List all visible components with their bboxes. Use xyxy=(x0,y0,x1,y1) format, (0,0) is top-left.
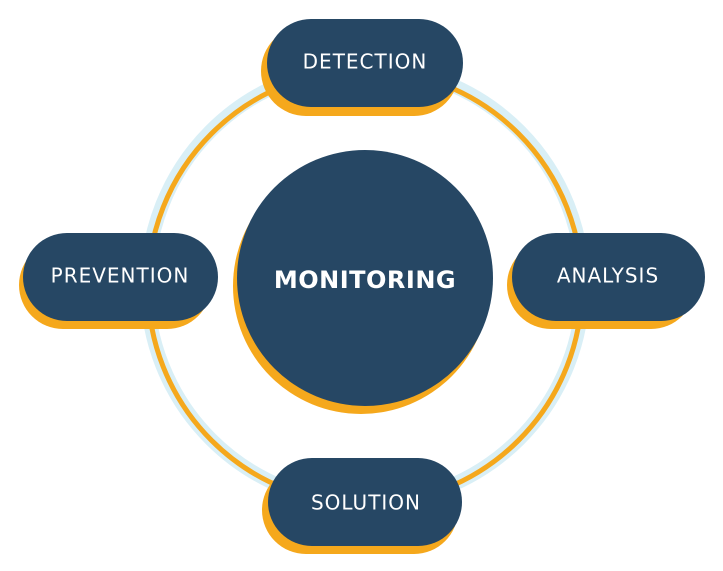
stage-detection: DETECTION xyxy=(261,19,463,116)
center-node-circle xyxy=(237,150,493,406)
stage-analysis: ANALYSIS xyxy=(507,233,705,329)
stage-solution: SOLUTION xyxy=(262,458,462,554)
stage-prevention-label: PREVENTION xyxy=(51,264,190,288)
stage-solution-pill xyxy=(268,458,462,546)
stage-analysis-pill xyxy=(512,233,705,321)
center-node-label: MONITORING xyxy=(274,266,456,294)
stage-detection-pill xyxy=(267,19,463,107)
stage-prevention: PREVENTION xyxy=(19,233,218,329)
stage-prevention-pill xyxy=(23,233,218,321)
stage-detection-label: DETECTION xyxy=(303,50,428,74)
stage-analysis-label: ANALYSIS xyxy=(557,264,659,288)
stage-solution-label: SOLUTION xyxy=(311,491,421,515)
center-node: MONITORING xyxy=(233,150,493,414)
